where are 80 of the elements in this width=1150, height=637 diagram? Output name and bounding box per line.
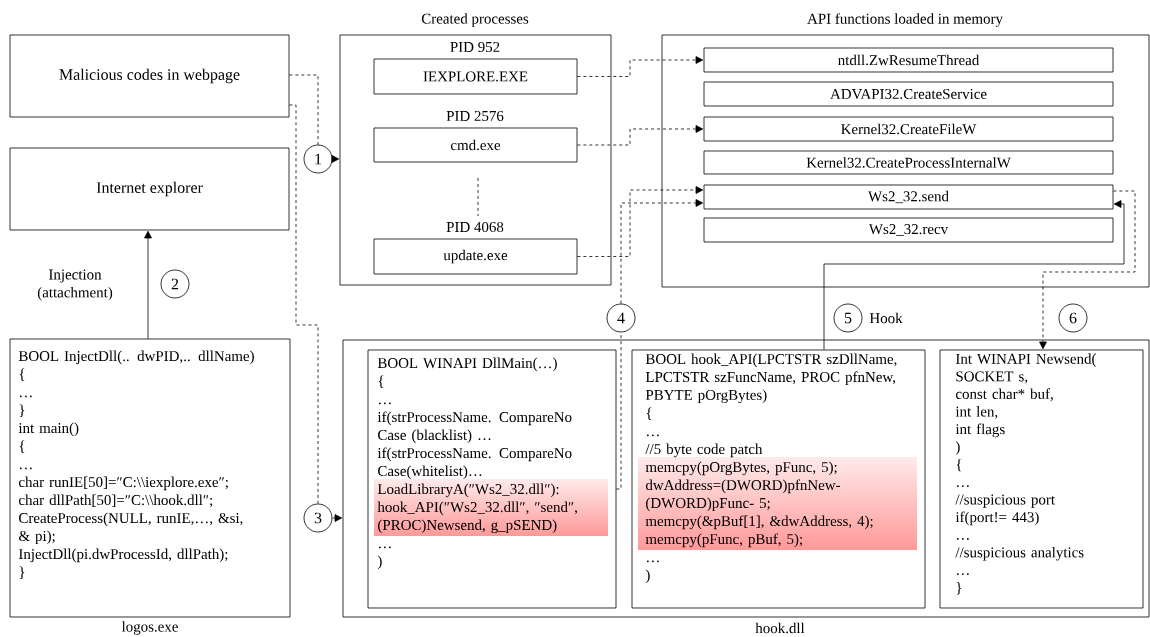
process-box: IEXPLORE.EXE: [373, 58, 578, 95]
group-heading: API functions loaded in memory: [807, 13, 1003, 27]
pid-label: PID 2576: [446, 111, 504, 121]
code-line: }: [19, 566, 25, 579]
code-line: SOCKET s,: [956, 371, 1028, 384]
code-line: ): [377, 555, 382, 570]
code-line: …: [379, 546, 391, 549]
code-line: memcpy(&pBuf[1], &dwAddress, 4);: [645, 515, 873, 530]
code-line: ): [955, 441, 960, 455]
arrow: [577, 56, 704, 77]
code-line: }: [19, 404, 25, 417]
code-line: BOOL WINAPI DllMain(…): [377, 357, 557, 372]
code-line: …: [20, 395, 32, 398]
group-heading: Created processes: [421, 13, 529, 27]
function-box: Kernel32.CreateProcessInternalW: [703, 150, 1114, 175]
connector-line: [289, 104, 319, 504]
code-line: ): [645, 569, 650, 584]
connector-line: [289, 74, 319, 145]
code-line: hook_API(″Ws2_32.dll″, ″send″, (PROC)Newsend, g_pSEND): [377, 501, 577, 534]
code-line: char dllPath[50]=″C:\\hook.dll″;: [18, 494, 213, 508]
code-panel: [367, 349, 617, 609]
arrow: [620, 199, 704, 304]
code-line: if(port!= 443): [955, 511, 1039, 526]
edge-label: Injection (attachment): [37, 269, 113, 301]
code-line: //5 byte code patch: [645, 443, 763, 458]
code-line: InjectDll(pi.dwProcessId, dllPath);: [18, 548, 228, 563]
code-line: {: [956, 458, 962, 472]
code-line: char runIE[50]=″C:\\iexplore.exe″;: [18, 476, 228, 491]
code-line: //suspicious analytics: [955, 546, 1084, 561]
function-box: ADVAPI32.CreateService: [703, 81, 1114, 107]
code-line: …: [379, 402, 391, 405]
arrow: [577, 125, 704, 146]
code-panel: [939, 349, 1144, 609]
code-line: LoadLibraryA(″Ws2_32.dll″):: [377, 483, 559, 498]
pid-label: PID 952: [450, 42, 500, 52]
code-line: int flags: [955, 423, 1005, 438]
code-line: dwAddress=(DWORD)pfnNew- (DWORD)pFunc- 5;: [645, 479, 841, 512]
code-line: {: [19, 440, 25, 453]
arrow: [332, 514, 343, 522]
code-line: }: [956, 582, 962, 595]
arrow: [144, 230, 152, 339]
function-box: ntdll.ZwResumeThread: [703, 47, 1114, 73]
code-line: {: [19, 368, 25, 381]
code-line: …: [20, 467, 32, 470]
code-line: …: [957, 538, 969, 540]
code-line: int main(): [18, 422, 79, 437]
function-box: Kernel32.CreateFileW: [703, 116, 1114, 142]
step-label: Hook: [869, 312, 903, 324]
code-line: …: [647, 560, 659, 563]
code-line: …: [647, 434, 659, 437]
arrow: [823, 200, 1125, 350]
code-line: BOOL InjectDll(.. dwPID,.. dllName): [18, 350, 254, 365]
code-line: if(strProcessName. CompareNo Case(whitelist)…: [377, 447, 572, 480]
function-box: Ws2_32.send: [703, 184, 1114, 210]
process-box: update.exe: [373, 238, 578, 275]
code-line: memcpy(pFunc, pBuf, 5);: [645, 533, 802, 548]
code-line: memcpy(pOrgBytes, pFunc, 5);: [645, 461, 837, 476]
process-box: Internet explorer: [9, 147, 290, 231]
file-caption: hook.dll: [755, 622, 805, 634]
code-line: CreateProcess(NULL, runIE,…, &si, & pi);: [18, 512, 243, 545]
code-line: BOOL hook_API(LPCTSTR szDllName, LPCTSTR szFuncName, PROC pfnNew, PBYTE pOrgBytes): [645, 353, 897, 404]
code-panel: [631, 349, 926, 609]
process-box: Malicious codes in webpage: [9, 34, 290, 118]
code-line: …: [957, 573, 969, 576]
code-line: {: [646, 407, 652, 420]
file-caption: logos.exe: [121, 621, 178, 635]
code-line: …: [957, 485, 969, 488]
arrow: [1039, 190, 1136, 350]
code-line: {: [378, 375, 384, 388]
function-box: Ws2_32.recv: [703, 217, 1114, 243]
connector-line: [616, 332, 622, 490]
arrow: [331, 155, 340, 163]
arrow: [577, 186, 704, 257]
code-line: Int WINAPI Newsend(: [955, 353, 1096, 367]
code-line: if(strProcessName. CompareNo Case (blacklist) …: [377, 411, 572, 444]
process-box: cmd.exe: [373, 127, 578, 163]
code-line: const char* buf,: [955, 388, 1053, 402]
pid-label: PID 4068: [446, 221, 504, 233]
code-line: int len,: [955, 406, 998, 419]
code-line: //suspicious port: [955, 494, 1055, 508]
